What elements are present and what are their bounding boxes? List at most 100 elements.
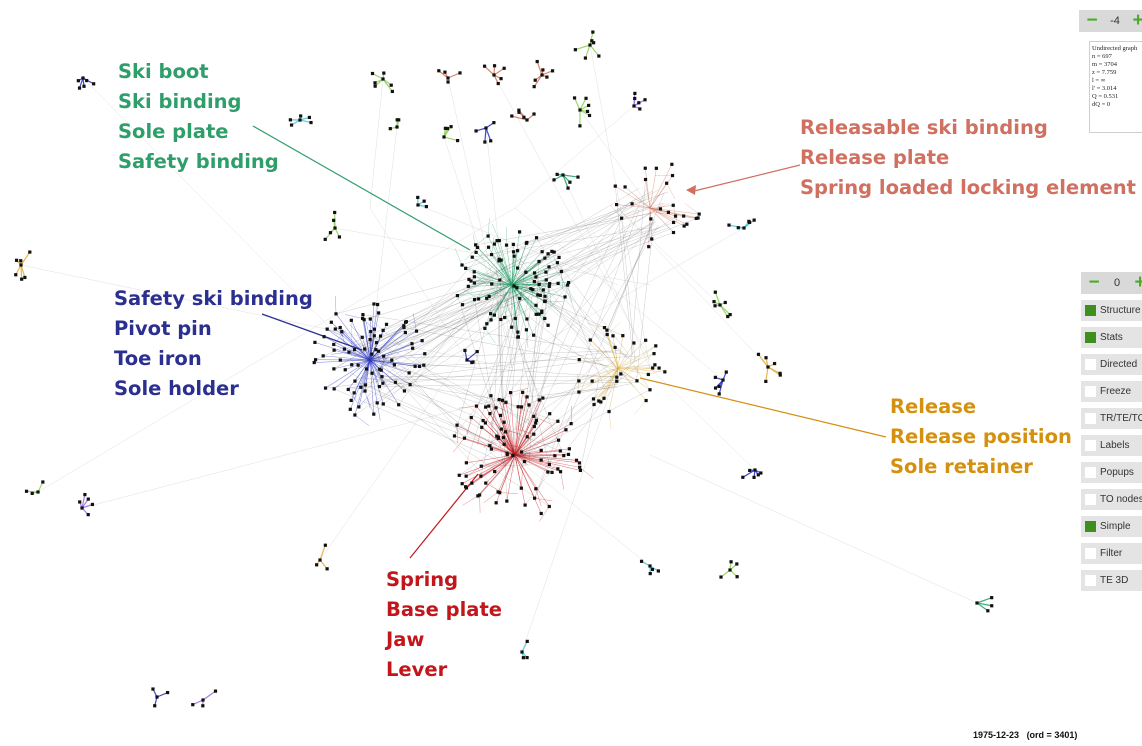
decrease-button[interactable]: − [1088,272,1100,293]
graph-node[interactable] [547,462,551,467]
toggle-freeze[interactable]: Freeze [1081,381,1142,402]
graph-node[interactable] [422,199,426,203]
graph-node[interactable] [509,391,513,395]
graph-node[interactable] [566,283,570,287]
graph-node[interactable] [455,294,460,298]
graph-node[interactable] [753,468,757,472]
graph-node[interactable] [191,703,195,707]
graph-node[interactable] [510,114,514,118]
graph-node[interactable] [644,398,648,403]
graph-node[interactable] [489,139,493,143]
graph-node[interactable] [525,317,529,321]
graph-node[interactable] [83,492,87,497]
graph-node[interactable] [517,230,522,234]
graph-node[interactable] [497,397,501,402]
graph-node[interactable] [532,279,536,284]
graph-node[interactable] [619,372,623,376]
graph-node[interactable] [519,405,524,409]
graph-node[interactable] [323,386,328,390]
graph-node[interactable] [416,195,420,200]
graph-node[interactable] [599,400,603,404]
graph-node[interactable] [525,655,529,660]
graph-node[interactable] [588,43,592,47]
graph-node[interactable] [474,129,478,133]
graph-node[interactable] [501,435,506,440]
graph-node[interactable] [556,438,561,442]
graph-node[interactable] [561,173,565,177]
graph-node[interactable] [643,177,648,182]
graph-node[interactable] [498,413,503,417]
graph-node[interactable] [390,358,394,362]
graph-node[interactable] [370,371,374,375]
graph-node[interactable] [568,180,572,184]
graph-node[interactable] [557,255,561,260]
graph-node[interactable] [377,311,381,315]
graph-node[interactable] [332,342,336,347]
graph-node[interactable] [155,695,159,699]
graph-node[interactable] [576,175,580,179]
graph-node[interactable] [352,391,356,395]
checkbox[interactable] [1085,359,1096,370]
graph-node[interactable] [525,118,529,122]
graph-node[interactable] [670,162,674,166]
graph-node[interactable] [474,404,479,408]
graph-node[interactable] [403,330,407,335]
graph-node[interactable] [552,178,556,182]
graph-node[interactable] [653,363,657,367]
graph-node[interactable] [633,91,637,95]
graph-node[interactable] [756,473,760,477]
graph-node[interactable] [333,226,337,230]
graph-node[interactable] [728,312,732,317]
graph-node[interactable] [648,571,652,576]
graph-node[interactable] [649,217,653,221]
graph-node[interactable] [201,698,205,702]
graph-node[interactable] [346,387,350,392]
graph-node[interactable] [577,379,581,383]
graph-node[interactable] [318,558,322,562]
graph-node[interactable] [516,330,520,334]
graph-node[interactable] [309,120,313,125]
graph-node[interactable] [713,304,717,308]
graph-node[interactable] [532,496,537,500]
graph-node[interactable] [513,316,517,321]
graph-node[interactable] [540,73,544,77]
graph-node[interactable] [462,436,467,440]
graph-node[interactable] [532,112,536,116]
graph-node[interactable] [735,562,739,566]
graph-node[interactable] [670,173,675,178]
graph-node[interactable] [464,461,468,465]
graph-node[interactable] [368,317,372,321]
graph-node[interactable] [361,316,365,321]
graph-node[interactable] [517,108,521,112]
graph-node[interactable] [562,454,566,458]
graph-node[interactable] [466,284,470,288]
graph-node[interactable] [443,70,447,74]
graph-node[interactable] [470,255,474,259]
graph-node[interactable] [652,352,656,356]
graph-node[interactable] [556,419,560,423]
graph-node[interactable] [516,405,520,409]
graph-node[interactable] [482,64,487,68]
graph-node[interactable] [315,563,319,567]
graph-node[interactable] [356,363,360,367]
graph-node[interactable] [532,414,536,418]
graph-node[interactable] [578,465,582,469]
graph-node[interactable] [532,333,536,337]
graph-node[interactable] [577,390,581,394]
graph-node[interactable] [392,363,396,367]
graph-node[interactable] [492,64,497,68]
graph-node[interactable] [735,575,739,579]
toggle-tr-te-to[interactable]: TR/TE/TO [1081,408,1142,429]
graph-node[interactable] [408,383,412,387]
graph-node[interactable] [550,69,555,73]
graph-node[interactable] [455,423,459,427]
graph-node[interactable] [623,185,627,189]
graph-node[interactable] [36,490,40,494]
graph-node[interactable] [534,275,538,279]
graph-node[interactable] [325,327,329,331]
graph-node[interactable] [505,499,509,503]
graph-node[interactable] [458,71,462,75]
graph-node[interactable] [587,103,591,108]
graph-node[interactable] [521,390,525,394]
